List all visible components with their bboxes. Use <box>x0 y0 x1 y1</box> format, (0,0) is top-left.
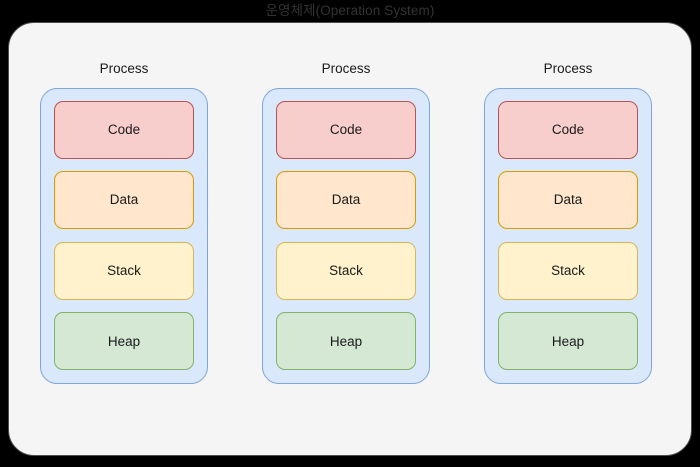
segment-label: Code <box>107 121 141 137</box>
segment-label: Data <box>109 192 139 208</box>
memory-segment-data[interactable]: Data <box>54 171 194 230</box>
memory-segment-heap[interactable]: Heap <box>54 312 194 371</box>
process-box-3[interactable]: Code Data Stack Heap <box>484 87 652 384</box>
memory-segment-stack[interactable]: Stack <box>276 241 416 300</box>
process-box-2[interactable]: Code Data Stack Heap <box>262 87 430 384</box>
process-column-3: Process Code Data Stack Heap <box>484 62 652 384</box>
segment-label: Stack <box>107 263 141 279</box>
memory-segment-heap[interactable]: Heap <box>498 312 638 371</box>
page-title: 운영체제(Operation System) <box>265 3 435 19</box>
segment-label: Heap <box>107 333 141 349</box>
memory-segment-data[interactable]: Data <box>498 171 638 230</box>
memory-segment-stack[interactable]: Stack <box>54 241 194 300</box>
process-column-1: Process Code Data Stack Heap <box>40 62 208 384</box>
process-row: Process Code Data Stack Heap Process Cod… <box>40 62 652 384</box>
memory-segment-code[interactable]: Code <box>498 100 638 159</box>
segment-label: Data <box>331 192 361 208</box>
memory-segment-heap[interactable]: Heap <box>276 312 416 371</box>
segment-label: Heap <box>329 333 363 349</box>
segment-label: Stack <box>329 263 363 279</box>
memory-segment-code[interactable]: Code <box>54 100 194 159</box>
segment-label: Heap <box>551 333 585 349</box>
segment-label: Stack <box>551 263 585 279</box>
process-label: Process <box>321 61 371 76</box>
memory-segment-data[interactable]: Data <box>276 171 416 230</box>
segment-label: Code <box>329 121 363 137</box>
process-column-2: Process Code Data Stack Heap <box>262 62 430 384</box>
process-label: Process <box>99 61 149 76</box>
memory-segment-code[interactable]: Code <box>276 100 416 159</box>
segment-label: Data <box>553 192 583 208</box>
os-title-bar: 운영체제(Operation System) <box>0 0 700 22</box>
memory-segment-stack[interactable]: Stack <box>498 241 638 300</box>
segment-label: Code <box>551 121 585 137</box>
process-label: Process <box>543 61 593 76</box>
process-box-1[interactable]: Code Data Stack Heap <box>40 87 208 384</box>
